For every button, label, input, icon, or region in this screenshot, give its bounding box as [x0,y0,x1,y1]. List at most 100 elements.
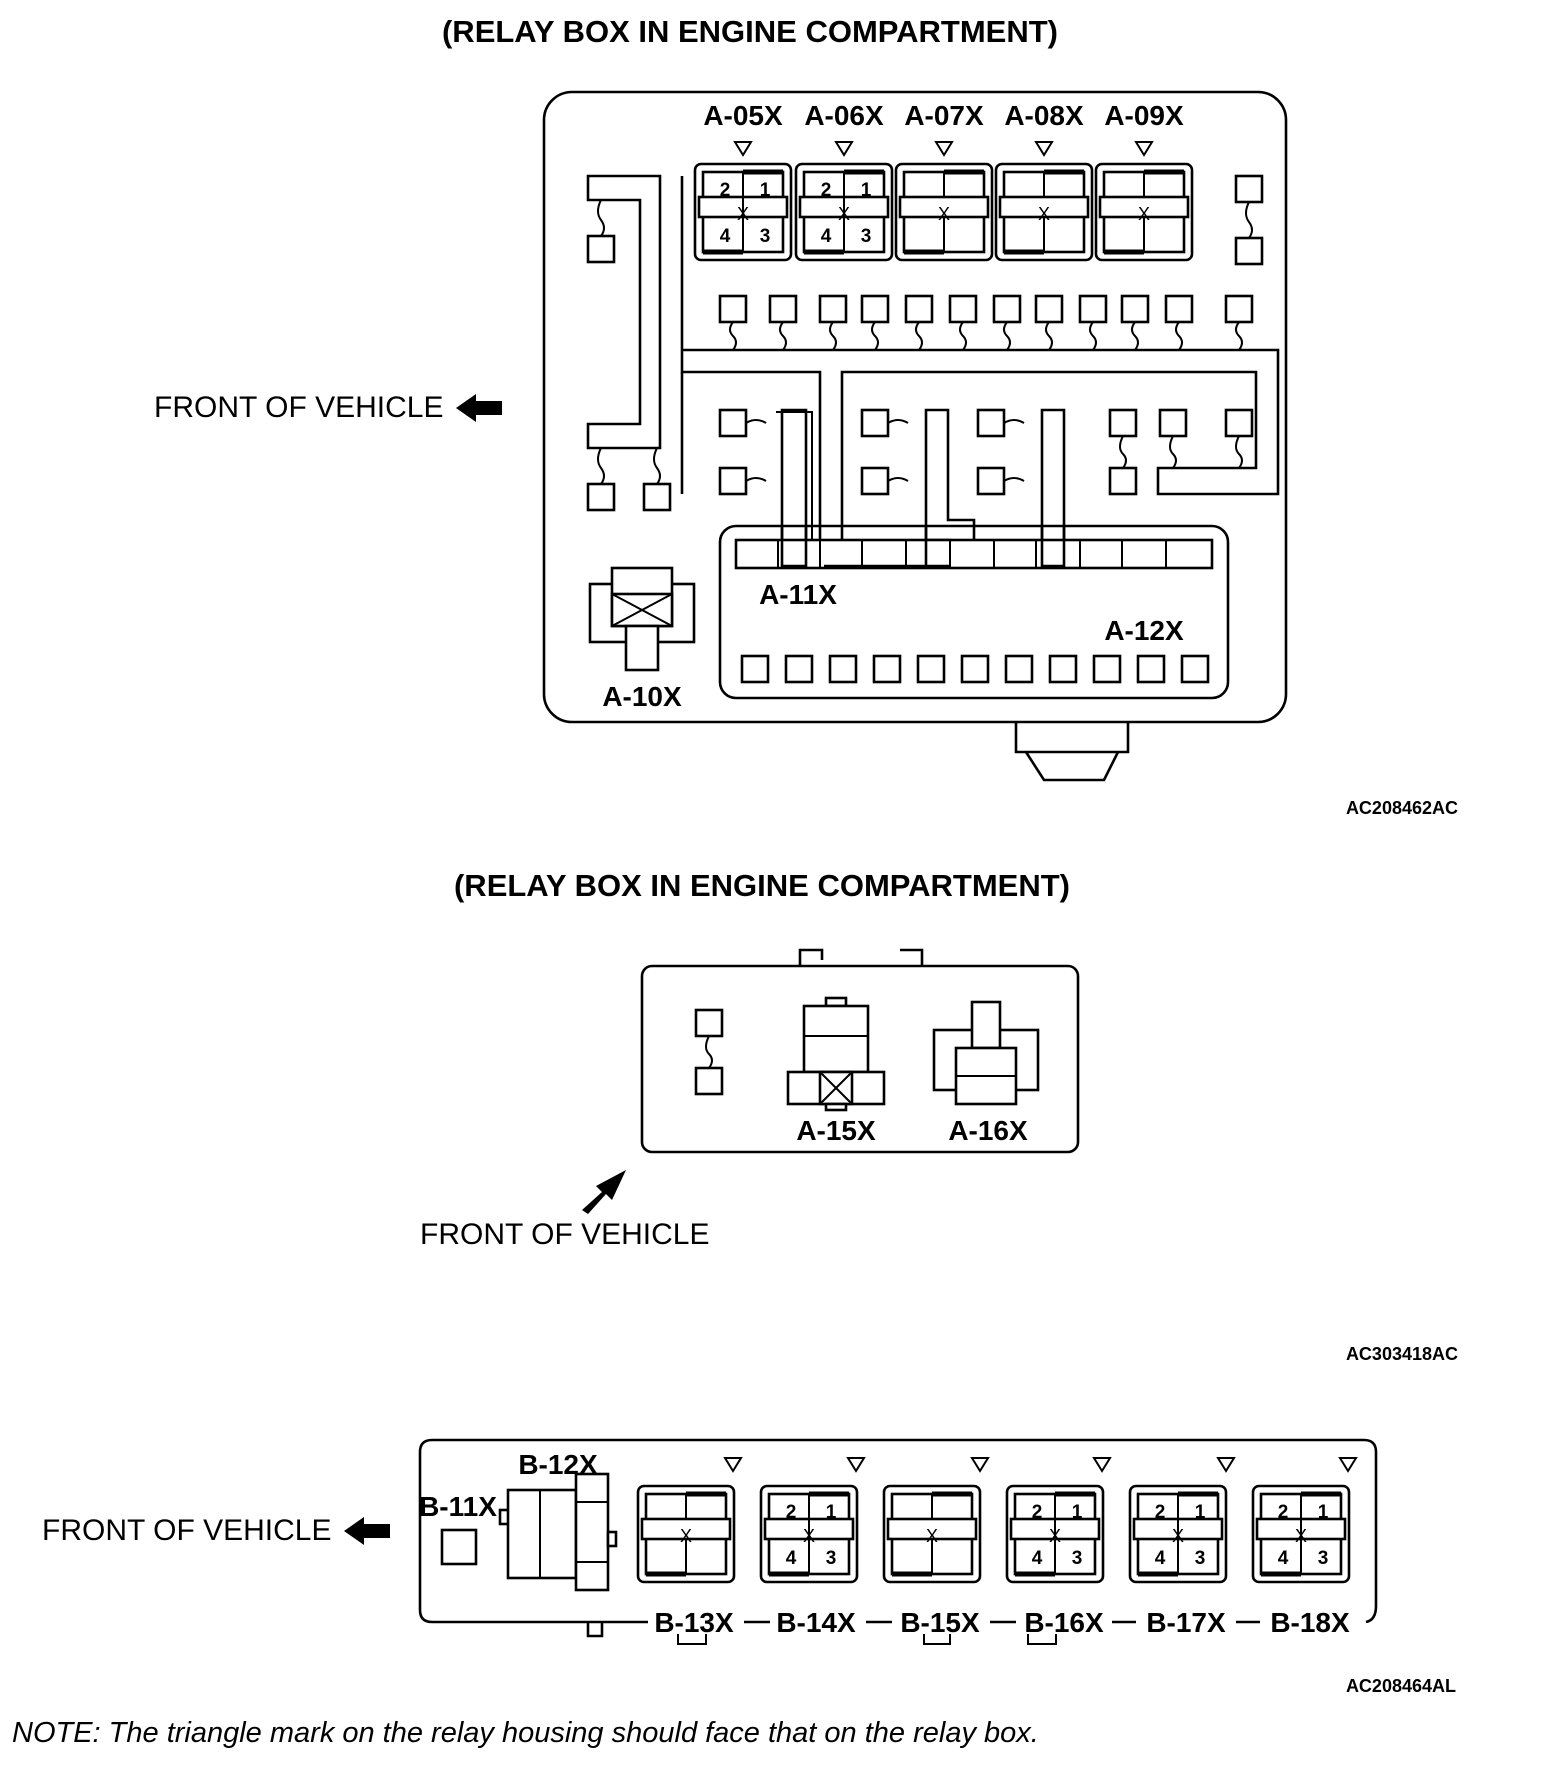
svg-text:2: 2 [786,1502,797,1523]
svg-text:2: 2 [1032,1502,1043,1523]
svg-text:3: 3 [1195,1548,1206,1569]
svg-text:3: 3 [826,1548,837,1569]
triangle-mark-icon [1035,141,1053,156]
connector-label-b11x: B-11X [419,1491,497,1522]
triangle-mark-icon [935,141,953,156]
diagram-2-title: (RELAY BOX IN ENGINE COMPARTMENT) [454,868,1070,903]
fuse [694,1066,724,1096]
triangle-mark-icon [847,1457,865,1472]
diagram-1-front-label: FRONT OF VEHICLE [154,391,443,424]
svg-text:2: 2 [821,180,832,201]
connector-b12x [498,1472,618,1592]
relay-label-b17x: B-17X [1146,1607,1226,1638]
connector-label-a11x: A-11X [759,579,837,610]
svg-text:4: 4 [786,1548,797,1569]
fuse [1234,174,1264,204]
svg-text:X: X [838,204,850,224]
relay-box-housing-2 [640,964,1080,1154]
svg-text:1: 1 [1318,1502,1329,1523]
svg-text:4: 4 [1032,1548,1043,1569]
svg-text:4: 4 [1155,1548,1166,1569]
diagram-1: (RELAY BOX IN ENGINE COMPARTMENT) FRONT … [154,14,1458,818]
relay-a08x: X [996,164,1092,260]
relay-a06x: 2 1 X 4 3 [796,164,892,260]
fuse [642,482,672,512]
svg-text:X: X [926,1526,938,1546]
relay-label-a05x: A-05X [703,100,783,131]
svg-text:X: X [1049,1526,1061,1546]
relay-a16x [932,1000,1040,1106]
svg-text:X: X [1138,204,1150,224]
svg-text:3: 3 [760,226,771,247]
relay-b17x: 2 1 X 4 3 [1130,1486,1226,1582]
svg-text:1: 1 [760,180,771,201]
relay-b15x: X [884,1486,980,1582]
relay-b16x: 2 1 X 4 3 [1007,1486,1103,1582]
left-bus-bar [586,174,662,450]
front-arrow-icon [456,394,502,422]
relay-label-a10x: A-10X [602,681,682,712]
relay-b18x: 2 1 X 4 3 [1253,1486,1349,1582]
svg-text:X: X [1172,1526,1184,1546]
a12x-terminals [740,654,1210,684]
connector-b11x [440,1528,478,1566]
relay-box-housing-3 [418,1438,1378,1638]
relay-label-b16x: B-16X [1024,1607,1104,1638]
triangle-mark-icon [1093,1457,1111,1472]
fuse-row [718,294,1254,351]
triangle-mark-icon [1339,1457,1357,1472]
relay-label-a06x: A-06X [804,100,884,131]
svg-text:3: 3 [1072,1548,1083,1569]
svg-text:4: 4 [720,226,731,247]
triangle-mark-icon [734,141,752,156]
relay-b14x: 2 1 X 4 3 [761,1486,857,1582]
svg-text:1: 1 [1072,1502,1083,1523]
svg-text:X: X [737,204,749,224]
diagram-2: (RELAY BOX IN ENGINE COMPARTMENT) A-15X … [420,868,1458,1364]
relay-a07x: X [896,164,992,260]
svg-text:X: X [680,1526,692,1546]
diagram-1-code: AC208462AC [1346,798,1458,818]
diagram-3-code: AC208464AL [1346,1676,1456,1696]
relay-label-a16x: A-16X [948,1115,1028,1146]
fuse [1234,236,1264,266]
relay-box-housing [542,90,1288,724]
relay-a09x: X [1096,164,1192,260]
diagram-3: FRONT OF VEHICLE B-11X B-12X X 2 [42,1438,1456,1696]
triangle-mark-icon [724,1457,742,1472]
svg-text:1: 1 [861,180,872,201]
connector-label-a12x: A-12X [1104,615,1184,646]
main-bus-bar [680,176,1280,568]
relay-label-b13x: B-13X [654,1607,734,1638]
svg-text:X: X [1295,1526,1307,1546]
relay-label-a08x: A-08X [1004,100,1084,131]
svg-text:4: 4 [1278,1548,1289,1569]
svg-text:1: 1 [1195,1502,1206,1523]
diagram-2-front-label: FRONT OF VEHICLE [420,1218,709,1251]
svg-text:2: 2 [1278,1502,1289,1523]
diagram-3-front-label: FRONT OF VEHICLE [42,1514,331,1547]
front-arrow-icon [582,1170,626,1214]
triangle-mark-icon [835,141,853,156]
relay-a15x [786,996,886,1112]
diagram-2-code: AC303418AC [1346,1344,1458,1364]
svg-text:2: 2 [1155,1502,1166,1523]
relay-label-a09x: A-09X [1104,100,1184,131]
svg-text:X: X [938,204,950,224]
svg-text:1: 1 [826,1502,837,1523]
connector-block-a11x-a12x [718,524,1230,700]
svg-text:2: 2 [720,180,731,201]
relay-label-b15x: B-15X [900,1607,980,1638]
note-text: NOTE: The triangle mark on the relay hou… [12,1717,1039,1749]
relay-label-b14x: B-14X [776,1607,856,1638]
svg-text:X: X [1038,204,1050,224]
relay-b13x: X [638,1486,734,1582]
svg-text:X: X [803,1526,815,1546]
relay-label-a15x: A-15X [796,1115,876,1146]
fuse [586,234,616,264]
svg-text:3: 3 [861,226,872,247]
triangle-mark-icon [1135,141,1153,156]
relay-a10x [588,566,696,672]
diagram-1-title: (RELAY BOX IN ENGINE COMPARTMENT) [442,14,1058,49]
